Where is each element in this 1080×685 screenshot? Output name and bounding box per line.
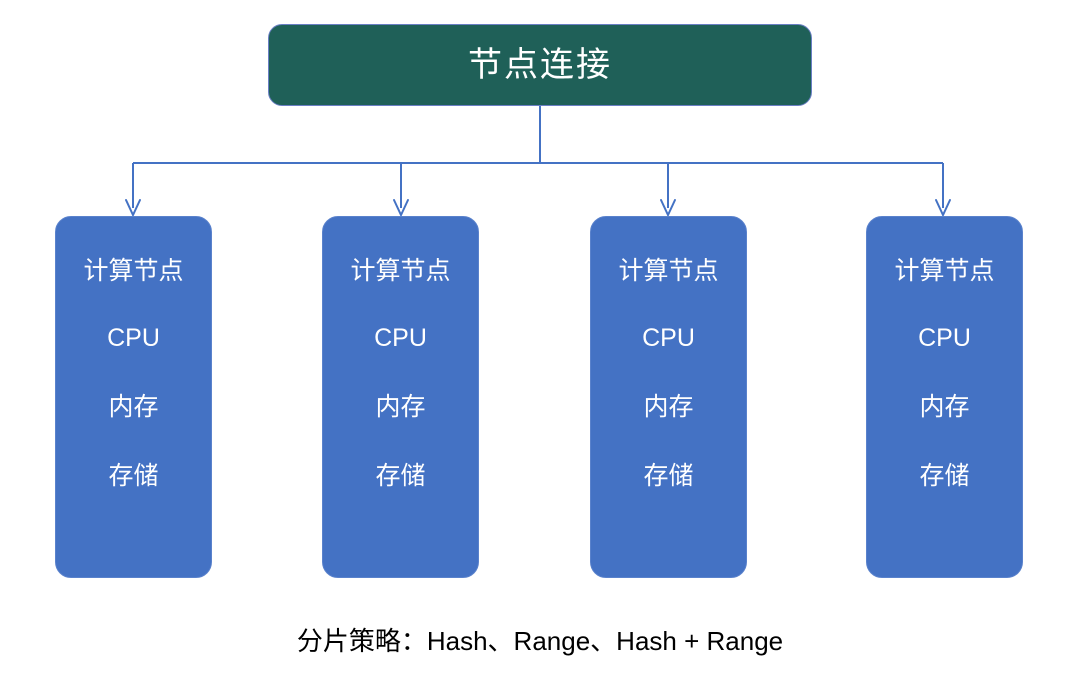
compute-node-title-2: 计算节点 xyxy=(350,257,451,285)
compute-node-spec-storage-2: 存储 xyxy=(375,462,426,490)
compute-node-spec-memory-3: 内存 xyxy=(643,393,694,421)
compute-node-box-2[interactable]: 计算节点 CPU 内存 存储 xyxy=(322,216,479,578)
arrowhead-1 xyxy=(125,199,141,218)
arrowhead-2 xyxy=(393,199,409,218)
compute-node-spec-memory-1: 内存 xyxy=(108,393,159,421)
arrowhead-4 xyxy=(935,199,951,218)
compute-node-spec-storage-4: 存储 xyxy=(919,462,970,490)
arrowhead-3 xyxy=(660,199,676,218)
diagram-caption: 分片策略：Hash、Range、Hash + Range xyxy=(296,626,784,656)
compute-node-spec-storage-1: 存储 xyxy=(108,462,159,490)
compute-node-spec-memory-4: 内存 xyxy=(919,393,970,421)
compute-node-title-3: 计算节点 xyxy=(618,257,719,285)
compute-node-box-3[interactable]: 计算节点 CPU 内存 存储 xyxy=(590,216,747,578)
compute-node-title-4: 计算节点 xyxy=(894,257,995,285)
compute-node-box-1[interactable]: 计算节点 CPU 内存 存储 xyxy=(55,216,212,578)
compute-node-spec-cpu-4: CPU xyxy=(918,324,971,352)
compute-node-spec-storage-3: 存储 xyxy=(643,462,694,490)
compute-node-title-1: 计算节点 xyxy=(83,257,184,285)
compute-node-spec-cpu-2: CPU xyxy=(374,324,427,352)
root-node-box[interactable]: 节点连接 xyxy=(268,24,812,106)
compute-node-spec-cpu-1: CPU xyxy=(107,324,160,352)
compute-node-box-4[interactable]: 计算节点 CPU 内存 存储 xyxy=(866,216,1023,578)
compute-node-spec-cpu-3: CPU xyxy=(642,324,695,352)
root-node-label: 节点连接 xyxy=(468,46,612,84)
compute-node-spec-memory-2: 内存 xyxy=(375,393,426,421)
